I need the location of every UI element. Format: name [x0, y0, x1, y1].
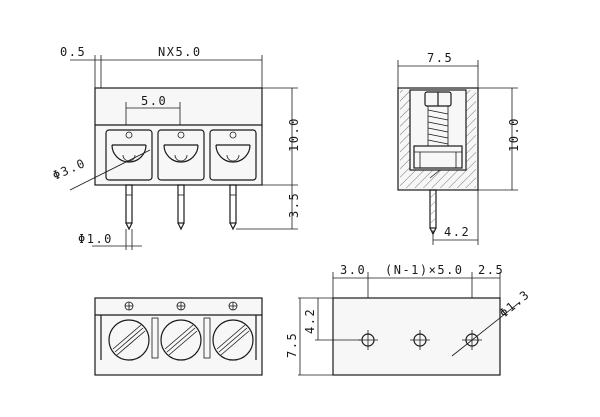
front-cell-3: [209, 129, 257, 181]
front-cell-2: [157, 129, 205, 181]
top-screw-2: [160, 319, 202, 361]
side-view: 7.5 10.0: [397, 51, 521, 245]
dim-pitch-label: 5.0: [141, 94, 167, 108]
top-screw-3: [212, 319, 254, 361]
dim-body-height-label: 10.0: [287, 117, 301, 152]
dim-pin-length-label: 3.5: [287, 192, 301, 218]
dim-side-pin-offset-label: 4.2: [444, 225, 470, 239]
pcb-layout: 3.0 (N-1)×5.0 2.5 Φ1.3 7.5 4: [285, 263, 533, 376]
dim-pcb-span-label: (N-1)×5.0: [385, 263, 464, 277]
dim-side-height-label: 10.0: [507, 117, 521, 152]
top-screw-1: [108, 319, 150, 361]
pcb-outline: [332, 297, 501, 376]
dim-pcb-edge-label: 3.0: [340, 263, 366, 277]
dim-hole-diameter-label: Φ3.0: [51, 156, 89, 183]
front-pins: [125, 184, 237, 231]
dim-pcb-end-label: 2.5: [478, 263, 504, 277]
dim-side-width-label: 7.5: [427, 51, 453, 65]
dim-pcb-row-offset-label: 4.2: [303, 308, 317, 334]
front-cell-1: [105, 129, 153, 181]
dim-pcb-height-label: 7.5: [285, 332, 299, 358]
front-view: 0.5 NX5.0 5.0: [51, 45, 301, 250]
dim-offset-label: 0.5: [60, 45, 86, 59]
dim-pcb-hole-diameter-label: Φ1.3: [497, 287, 533, 320]
top-view: [94, 297, 263, 376]
top-screw-markers: [124, 301, 238, 311]
dim-pin-diameter-label: Φ1.0: [78, 232, 113, 246]
dim-total-length-label: NX5.0: [158, 45, 202, 59]
top-body: [94, 297, 263, 376]
pcb-hole-2: [410, 330, 430, 350]
